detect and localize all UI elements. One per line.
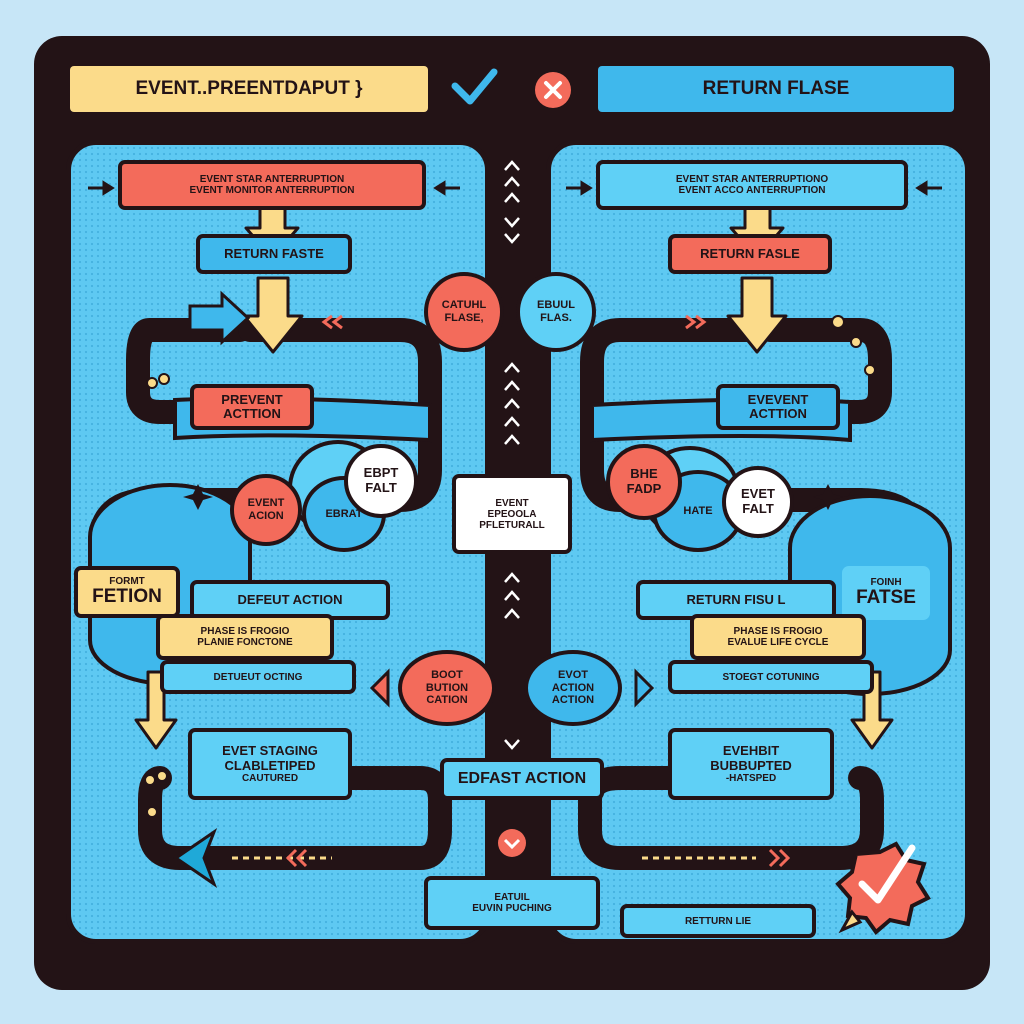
right-center-word: HATE [683,504,713,517]
center-blue-oval-line1: EVOT [558,669,588,682]
left-event-circle: EVENT ACION [230,474,302,546]
left-detuent-box: DETUEUT OCTING [160,660,356,694]
left-center-word: EBRAT [325,507,363,520]
right-bubbled-line2: BUBBUPTED [710,757,792,773]
left-interruption-line2: EVENT MONITOR ANTERRUPTION [189,185,355,196]
center-bottom-line2: EUVIN PUCHING [472,903,552,914]
left-white-circle: EBPT FALT [344,444,418,518]
left-event-circle-line1: EVENT [247,497,285,510]
left-phase-box: PHASE IS FROGIO PLANIE FONCTONE [156,614,334,660]
left-phase-line1: PHASE IS FROGIO [200,626,290,637]
right-phase-box: PHASE IS FROGIO EVALUE LIFE CYCLE [690,614,866,660]
right-bubbled-line3: -HATSPED [725,772,777,784]
right-bubbled-box: EVEHBIT BUBBUPTED -HATSPED [668,728,834,800]
right-interruption-line1: EVENT STAR ANTERRUPTIONO [675,174,829,185]
center-red-circle-line1: CATUHL [441,299,487,312]
right-white-circle: EVET FALT [722,466,794,538]
right-bubbled-line1: EVEHBIT [722,743,780,759]
center-red-circle-line2: FLASE, [444,312,484,324]
center-blue-circle-line2: FLAS. [540,312,572,324]
right-fatse-label: FATSE [856,587,916,609]
right-return-lie-box: RETTURN LIE [620,904,816,938]
left-fetion-label: FETION [92,586,162,608]
left-staging-line2: CLABLETIPED [224,757,316,773]
center-blue-oval: EVOT ACTION ACTION [524,650,622,726]
left-prevent-box: PREVENT ACTTION [190,384,314,430]
right-phase-line1: PHASE IS FROGIO [733,626,823,637]
right-red-circle: BHE FADP [606,444,682,520]
right-fatse-small: FOINH [870,577,902,589]
center-blue-circle-line1: EBUUL [537,299,575,312]
left-interruption-line1: EVENT STAR ANTERRUPTION [199,174,345,185]
right-event-action-box: EVEVENT ACTTION [716,384,840,430]
header-left-title: EVENT..PREENTDAPUT } [70,66,428,112]
center-red-oval-line3: CATION [426,694,468,707]
left-staging-line3: CAUTURED [241,772,299,784]
left-white-circle-line2: FALT [365,480,397,495]
left-interruption-box: EVENT STAR ANTERRUPTION EVENT MONITOR AN… [118,160,426,210]
left-staging-line1: EVET STAGING [222,743,318,759]
right-interruption-line2: EVENT ACCO ANTERRUPTION [678,185,826,196]
center-blue-oval-line3: ACTION [551,694,595,707]
left-staging-box: EVET STAGING CLABLETIPED CAUTURED [188,728,352,800]
right-return-box: RETURN FASLE [668,234,832,274]
right-interruption-box: EVENT STAR ANTERRUPTIONO EVENT ACCO ANTE… [596,160,908,210]
right-phase-line2: EVALUE LIFE CYCLE [727,637,829,648]
header-right-title: RETURN FLASE [598,66,954,112]
center-red-oval: BOOT BUTION CATION [398,650,496,726]
right-fatse-box: FOINH FATSE [842,566,930,620]
center-red-oval-line1: BOOT [431,669,463,682]
center-white-box-line1: EVENT [495,497,529,509]
center-bottom-line1: EATUIL [494,892,530,903]
right-white-circle-line1: EVET [741,486,775,502]
left-return-box: RETURN FASTE [196,234,352,274]
right-stoeot-box: STOEGT COTUNING [668,660,874,694]
center-blue-circle: EBUUL FLAS. [516,272,596,352]
center-white-box-line2: EPEOOLA [487,508,537,520]
center-red-oval-line2: BUTION [425,681,469,694]
left-white-circle-line1: EBPT [363,465,399,481]
left-fetion-small: FORMT [109,576,145,588]
center-blue-oval-line2: ACTION [551,681,595,694]
center-bottom-box: EATUIL EUVIN PUCHING [424,876,600,930]
right-white-circle-line2: FALT [742,501,774,516]
left-fetion-box: FORMT FETION [74,566,180,618]
center-red-circle: CATUHL FLASE, [424,272,504,352]
center-edfast-box: EDFAST ACTION [440,758,604,800]
right-red-circle-line1: BHE [630,466,658,482]
center-white-box-line3: PFLETURALL [479,519,545,531]
right-red-circle-line2: FADP [626,481,662,496]
left-phase-line2: PLANIE FONCTONE [197,637,293,648]
center-white-box: EVENT EPEOOLA PFLETURALL [452,474,572,554]
left-event-circle-line2: ACION [248,510,284,522]
